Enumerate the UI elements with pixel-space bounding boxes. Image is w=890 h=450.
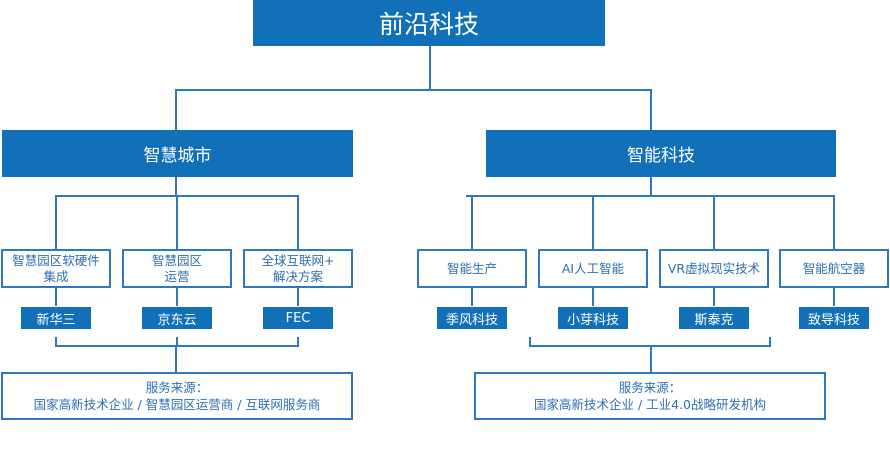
connector-line [297,337,299,347]
connector-line [176,288,178,306]
connector-line [833,288,835,306]
category-box: 智慧园区软硬件 集成 [1,249,111,288]
connector-line [176,337,178,347]
connector-line [176,195,178,249]
category-box: 智能航空器 [779,249,889,288]
connector-line [592,288,594,306]
connector-line [466,195,835,197]
service-title: 服务来源： [618,380,682,395]
service-text: 国家高新技术企业 / 智慧园区运营商 / 互联网服务商 [33,397,321,412]
service-title: 服务来源： [145,380,209,395]
service-source-box: 服务来源： 国家高新技术企业 / 智慧园区运营商 / 互联网服务商 [1,372,353,420]
branch-smart-city: 智慧城市 [2,130,353,177]
connector-line [833,195,835,249]
category-box: 全球互联网+ 解决方案 [243,249,353,288]
branch-smart-tech: 智能科技 [486,130,836,177]
connector-line [713,288,715,306]
category-box: AI人工智能 [538,249,648,288]
connector-line [650,345,652,373]
connector-line [471,288,473,306]
connector-line [55,288,57,306]
connector-line [713,195,715,249]
root-node: 前沿科技 [253,0,605,46]
connector-line [56,345,298,347]
connector-line [592,195,594,249]
connector-line [175,345,177,373]
connector-line [297,195,299,249]
category-box: VR虚拟现实技术 [659,249,769,288]
service-text: 国家高新技术企业 / 工业4.0战略研发机构 [533,397,767,412]
connector-line [650,177,652,197]
connector-line [471,195,473,249]
category-box: 智能生产 [417,249,527,288]
connector-line [529,337,531,347]
connector-line [55,195,57,249]
service-source-box: 服务来源： 国家高新技术企业 / 工业4.0战略研发机构 [474,372,826,420]
connector-line [175,177,177,197]
connector-line [297,288,299,306]
company-badge: 小芽科技 [558,307,628,329]
company-badge: 季风科技 [437,307,507,329]
company-badge: 新华三 [21,307,91,329]
company-badge: 京东云 [142,307,212,329]
connector-line [769,337,771,347]
company-badge: 斯泰克 [679,307,749,329]
connector-line [55,337,57,347]
category-box: 智慧园区 运营 [122,249,232,288]
company-badge: FEC [263,307,333,329]
company-badge: 致导科技 [799,307,869,329]
